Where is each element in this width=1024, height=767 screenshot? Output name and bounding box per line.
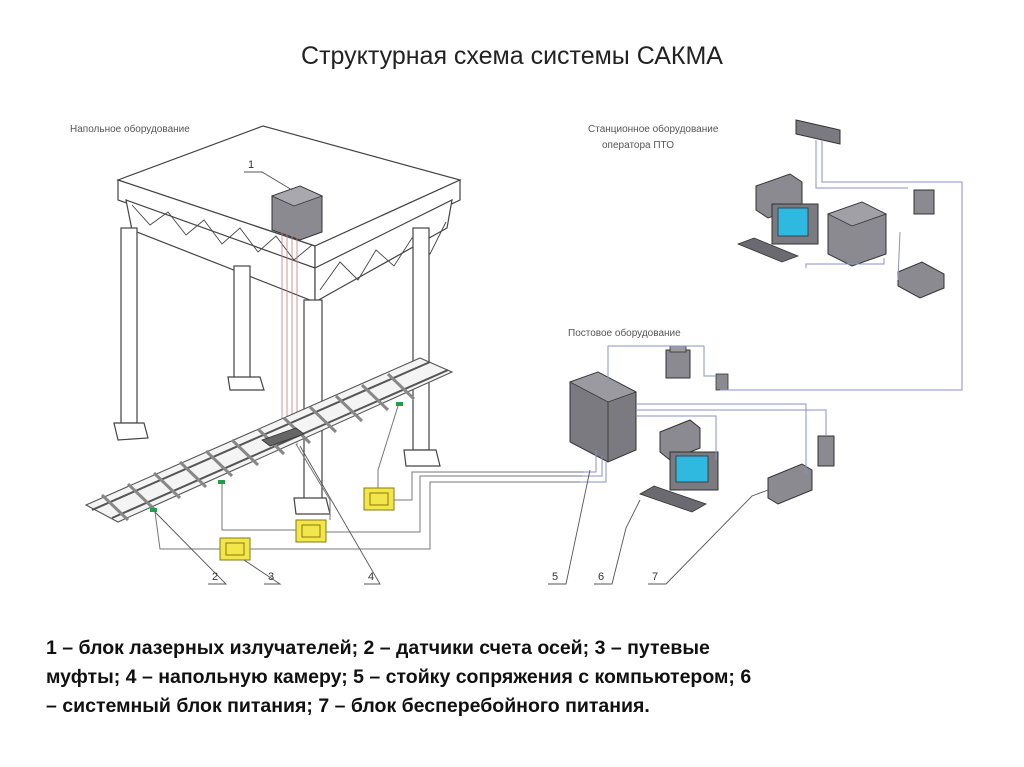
callout-7: 7 bbox=[652, 571, 658, 583]
diagram-title: Структурная схема системы САКМА bbox=[301, 42, 723, 70]
ups-unit bbox=[767, 463, 813, 505]
callout-5: 5 bbox=[552, 571, 558, 583]
post-computer bbox=[639, 419, 719, 513]
callout-4: 4 bbox=[368, 571, 374, 583]
post-power-module bbox=[817, 435, 835, 467]
legend-line-3: – системный блок питания; 7 – блок беспе… bbox=[46, 695, 650, 717]
interface-rack bbox=[569, 371, 637, 463]
station-printer bbox=[897, 261, 945, 299]
callout-1: 1 bbox=[248, 159, 254, 171]
station-server bbox=[826, 201, 888, 267]
axle-counter-sensor bbox=[150, 508, 157, 512]
callout-lines bbox=[154, 171, 769, 585]
gantry bbox=[113, 125, 462, 515]
laser-beams bbox=[281, 232, 298, 446]
post-power-unit bbox=[665, 345, 691, 379]
label-post-equipment: Постовое оборудование bbox=[568, 327, 681, 339]
network-cables bbox=[580, 140, 963, 483]
callout-2: 2 bbox=[212, 571, 218, 583]
callout-3: 3 bbox=[268, 571, 274, 583]
sakma-structure-diagram: Напольное оборудование Станционное обору… bbox=[70, 119, 963, 585]
floor-cables bbox=[154, 405, 584, 550]
legend-line-1: 1 – блок лазерных излучателей; 2 – датчи… bbox=[46, 637, 710, 659]
legend: 1 – блок лазерных излучателей; 2 – датчи… bbox=[46, 634, 996, 721]
callout-6: 6 bbox=[598, 571, 604, 583]
label-floor-equipment: Напольное оборудование bbox=[70, 123, 190, 135]
station-module bbox=[913, 189, 935, 215]
track-couplings bbox=[219, 487, 395, 561]
axle-counter-sensor-3 bbox=[396, 402, 403, 406]
laser-emitter-unit bbox=[270, 185, 324, 241]
floor-camera bbox=[261, 427, 305, 447]
station-computer-1 bbox=[736, 173, 819, 263]
station-router bbox=[795, 119, 841, 145]
label-station-equipment-2: оператора ПТО bbox=[602, 140, 674, 151]
axle-counter-sensor-2 bbox=[218, 480, 225, 484]
post-junction-box bbox=[715, 373, 729, 391]
label-station-equipment-1: Станционное оборудование bbox=[588, 123, 719, 135]
legend-line-2: муфты; 4 – напольную камеру; 5 – стойку … bbox=[46, 666, 752, 688]
